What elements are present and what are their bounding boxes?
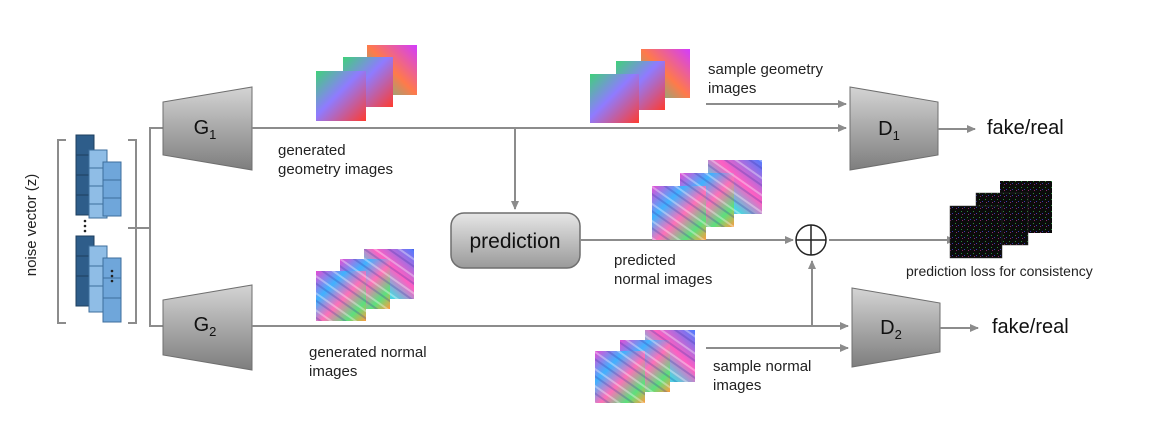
flow-arrows: [252, 100, 979, 352]
sample-normal-image-stack: [595, 330, 695, 403]
noise-to-generator-lines: [128, 127, 163, 327]
generator-g1: G1: [162, 86, 253, 171]
svg-text:D1: D1: [878, 118, 900, 143]
d1-letter: D: [878, 118, 892, 140]
d1-subscript: 1: [893, 128, 900, 143]
prediction-loss-label: prediction loss for consistency: [906, 263, 1093, 279]
noise-vector-label: noise vector (z): [23, 174, 40, 277]
generated-geometry-image-stack: [316, 45, 417, 121]
d2-letter: D: [880, 317, 894, 339]
g2-subscript: 2: [209, 324, 216, 339]
noise-vector-bracket: [57, 139, 137, 324]
generated-geometry-label: generated geometry images: [278, 142, 394, 178]
noise-vector-blocks: [75, 134, 122, 323]
sample-normal-label: sample normal images: [713, 358, 812, 394]
generated-normal-image-stack: [316, 249, 414, 321]
g2-letter: G: [194, 314, 210, 336]
sample-geometry-image-stack: [590, 49, 690, 123]
sample-geometry-label: sample geometry images: [708, 61, 824, 97]
prediction-label: prediction: [469, 230, 560, 253]
sum-node: [795, 224, 827, 256]
g1-letter: G: [194, 117, 210, 139]
predicted-normal-image-stack: [652, 160, 762, 240]
predicted-normal-label: predicted normal images: [614, 252, 713, 288]
prediction-loss-image-stack: [949, 181, 1052, 259]
d2-output-label: fake/real: [992, 316, 1069, 338]
discriminator-d2: D2: [851, 287, 941, 368]
svg-text:G1: G1: [194, 117, 217, 142]
svg-text:G2: G2: [194, 314, 217, 339]
discriminator-d1: D1: [849, 86, 939, 171]
g1-subscript: 1: [209, 127, 216, 142]
d2-subscript: 2: [895, 327, 902, 342]
d1-output-label: fake/real: [987, 117, 1064, 139]
generator-g2: G2: [162, 284, 253, 371]
prediction-block: prediction: [450, 212, 581, 269]
generated-normal-label: generated normal images: [309, 344, 427, 380]
svg-text:D2: D2: [880, 317, 902, 342]
